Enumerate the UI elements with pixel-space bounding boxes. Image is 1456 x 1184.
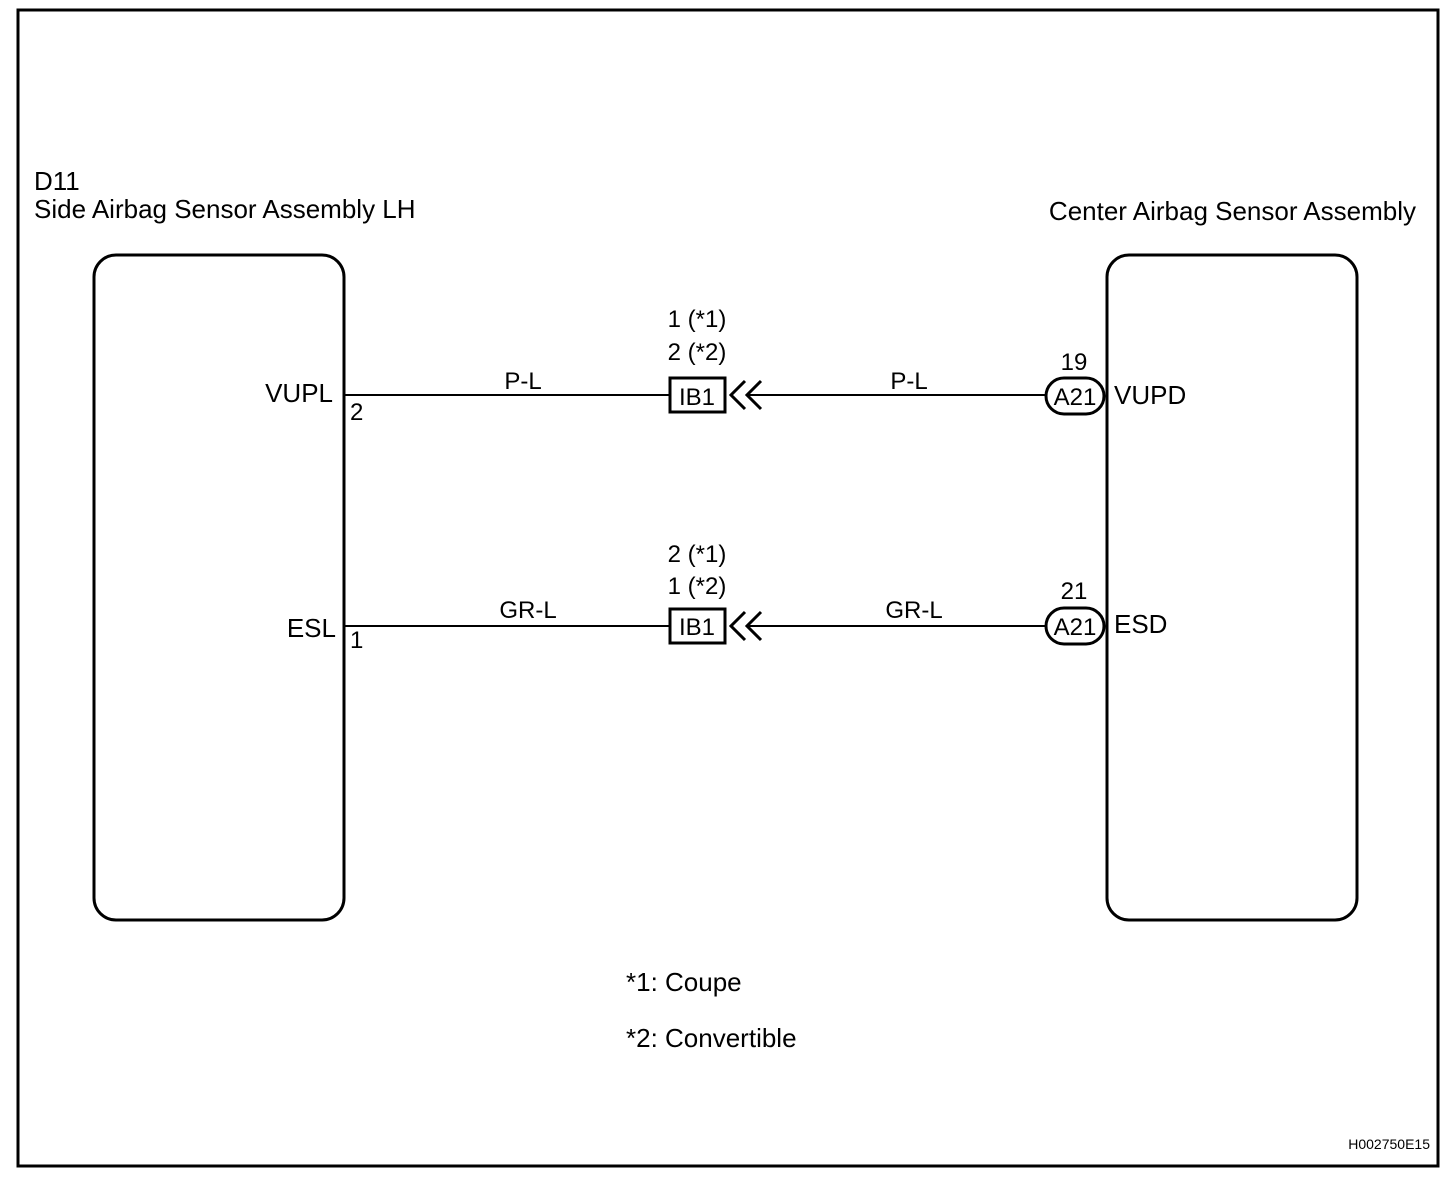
junction-pin-label-1: 2 (*1)	[668, 541, 727, 568]
left-pin-number: 2	[350, 399, 363, 426]
right-terminal-name: ESD	[1114, 609, 1167, 639]
right-wire-color: P-L	[890, 368, 927, 395]
circuit-esl: ESL 1 GR-L 2 (*1) 1 (*2) IB1 GR-L 21 A21…	[287, 541, 1168, 654]
note-coupe: *1: Coupe	[626, 967, 742, 997]
junction-connector-box	[668, 376, 727, 414]
left-component-box	[92, 253, 346, 922]
right-connector-oval	[1044, 606, 1106, 646]
left-terminal-name: ESL	[287, 613, 336, 643]
junction-pin-label-2: 1 (*2)	[668, 573, 727, 600]
left-terminal-name: VUPL	[265, 378, 333, 408]
junction-pin-label-1: 1 (*1)	[668, 306, 727, 333]
right-pin-number: 19	[1061, 349, 1088, 376]
note-convertible: *2: Convertible	[626, 1023, 797, 1053]
right-component-name: Center Airbag Sensor Assembly	[1049, 196, 1416, 226]
left-component-name: Side Airbag Sensor Assembly LH	[34, 194, 416, 224]
junction-connector-label: IB1	[679, 614, 715, 641]
right-terminal-name: VUPD	[1114, 380, 1186, 410]
junction-connector-label: IB1	[679, 384, 715, 411]
right-component-box	[1105, 253, 1359, 922]
left-wire-color: P-L	[504, 368, 541, 395]
left-wire-color: GR-L	[499, 597, 556, 624]
circuit-vupl: VUPL 2 P-L 1 (*1) 2 (*2) IB1 P-L 19 A21 …	[265, 306, 1186, 426]
right-wire-color: GR-L	[885, 597, 942, 624]
left-pin-number: 1	[350, 627, 363, 654]
right-pin-number: 21	[1061, 578, 1088, 605]
diagram-frame	[16, 8, 1440, 1168]
right-connector-label: A21	[1054, 384, 1097, 411]
right-connector-label: A21	[1054, 614, 1097, 641]
junction-connector-box	[668, 607, 727, 645]
left-component-code: D11	[34, 166, 80, 196]
junction-pin-label-2: 2 (*2)	[668, 339, 727, 366]
figure-id: H002750E15	[1348, 1136, 1430, 1152]
right-connector-oval	[1044, 376, 1106, 416]
